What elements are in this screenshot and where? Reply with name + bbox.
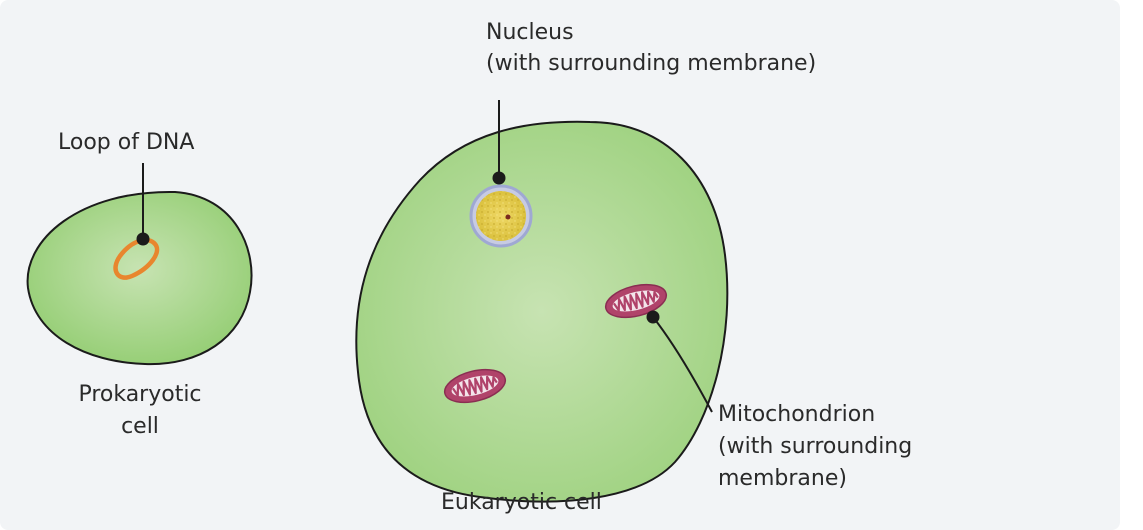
mitochondrion-pointer-line: [652, 316, 713, 413]
nucleus-pointer-dot: [492, 171, 506, 185]
dna-pointer-dot: [136, 232, 150, 246]
prokaryotic-label-line2: cell: [121, 414, 159, 439]
diagram-canvas: Nucleus (with surrounding membrane) Loop…: [0, 0, 1120, 530]
prokaryotic-cell: [26, 190, 253, 366]
mitochondrion-label-line3: membrane): [718, 466, 847, 491]
eukaryotic-cell: [355, 120, 729, 503]
prokaryotic-label-line1: Prokaryotic: [78, 382, 202, 407]
cell-comparison-diagram: [26, 100, 729, 503]
mitochondrion-label-line1: Mitochondrion: [718, 402, 876, 427]
nucleus-label-line1: Nucleus: [486, 20, 574, 45]
dna-loop-label: Loop of DNA: [58, 130, 195, 155]
nucleolus: [505, 214, 511, 220]
nucleus-label-line2: (with surrounding membrane): [486, 51, 817, 76]
mitochondrion-label-line2: (with surrounding: [718, 434, 913, 459]
nucleus-texture: [476, 191, 526, 241]
eukaryotic-label: Eukaryotic cell: [441, 490, 602, 515]
